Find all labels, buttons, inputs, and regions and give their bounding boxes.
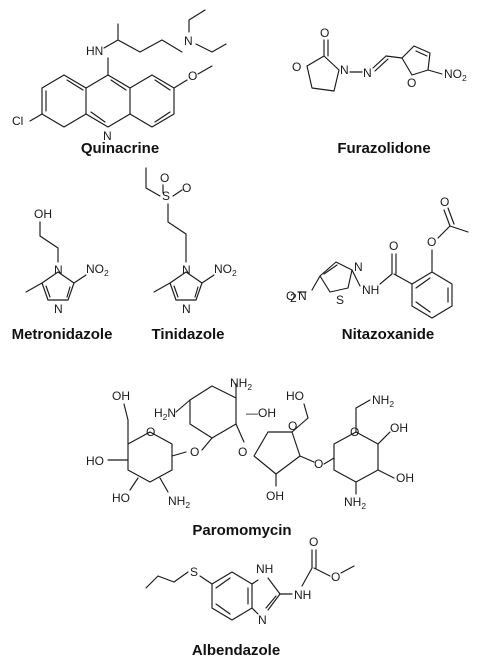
atom-o-label: O <box>288 419 297 433</box>
nitazoxanide-structure: N S 2 N O NH O O O <box>286 195 469 319</box>
atom-o-label: O <box>407 76 416 90</box>
atom-o-label: O <box>146 425 155 439</box>
atom-ho-label: HO <box>286 389 304 403</box>
atom-nh-label: NH <box>256 562 273 576</box>
atom-s-label: S <box>190 565 198 579</box>
atom-o-label: O <box>292 60 301 74</box>
atom-hn-label: HN <box>86 44 103 58</box>
atom-nh2-label: NH2 <box>344 495 366 511</box>
atom-n-label: N <box>258 613 267 627</box>
atom-nh2-label: NH2 <box>168 494 190 510</box>
atom-o-label: O <box>309 535 318 549</box>
atom-n-label: N <box>363 66 372 80</box>
atom-no-label: NO2 <box>444 67 467 83</box>
albendazole-structure: S NH N NH O O <box>145 535 355 627</box>
atom-ho-label: HO <box>86 454 104 468</box>
tinidazole-structure: S O O N N NO2 <box>145 167 237 316</box>
furazolidone-structure: O O N N O NO2 <box>292 26 467 92</box>
atom-n-label: N <box>182 263 191 277</box>
atom-n-label: N <box>103 129 112 143</box>
atom-no-label: N <box>298 289 307 303</box>
atom-oh-label: OH <box>112 389 130 403</box>
atom-oh-label: OH <box>396 471 414 485</box>
atom-no-label: NO2 <box>86 262 109 278</box>
compound-name-tinidazole: Tinidazole <box>151 326 225 343</box>
compound-name-nitazoxanide: Nitazoxanide <box>341 326 435 343</box>
atom-o-label: O <box>320 26 329 40</box>
atom-o-label: O <box>427 235 436 249</box>
atom-s-label: S <box>336 293 344 307</box>
atom-nh-label: NH <box>294 588 311 602</box>
atom-o-label: O <box>350 425 359 439</box>
atom-nh-label: NH <box>362 283 379 297</box>
compound-name-albendazole: Albendazole <box>191 642 281 659</box>
paromomycin-structure: NH2 —OH H2N O O O OH HO HO NH2 O HO OH O <box>86 376 414 511</box>
atom-n-label: N <box>184 34 193 48</box>
atom-o-label: O <box>188 69 197 83</box>
atom-oh-label: OH <box>266 489 284 503</box>
atom-n-label: N <box>54 263 63 277</box>
atom-o-label: O <box>182 181 191 195</box>
atom-nh2-label: NH2 <box>230 376 252 392</box>
atom-o-label: O <box>286 289 295 303</box>
atom-nh2-label: NH2 <box>372 393 394 409</box>
atom-oh-label: OH <box>390 421 408 435</box>
atom-ho-label: HO <box>112 491 130 505</box>
compound-name-quinacrine: Quinacrine <box>80 140 160 157</box>
atom-o-label: O <box>238 445 247 459</box>
atom-o-label: O <box>389 239 398 253</box>
atom-oh-label: —OH <box>246 406 276 420</box>
atom-no-label: NO2 <box>214 262 237 278</box>
atom-o-label: O <box>331 570 340 584</box>
atom-n-label: N <box>354 260 363 274</box>
quinacrine-structure: Cl N O HN N <box>12 9 227 143</box>
compound-name-paromomycin: Paromomycin <box>192 522 292 539</box>
atom-cl-label: Cl <box>12 114 23 128</box>
atom-o-label: O <box>440 195 449 209</box>
atom-n-label: N <box>182 302 191 316</box>
atom-n-label: N <box>54 302 63 316</box>
atom-n-label: N <box>340 63 349 77</box>
atom-no-label: 2 <box>290 291 297 305</box>
compound-name-metronidazole: Metronidazole <box>11 326 113 343</box>
atom-o-label: O <box>190 445 199 459</box>
atom-o-label: O <box>314 457 323 471</box>
metronidazole-structure: OH N N NO2 <box>25 207 109 316</box>
atom-o-label: O <box>160 171 169 185</box>
atom-s-label: S <box>162 189 170 203</box>
atom-oh-label: OH <box>34 207 52 221</box>
atom-h2n-label: H2N <box>154 406 176 422</box>
compound-name-furazolidone: Furazolidone <box>337 140 431 157</box>
